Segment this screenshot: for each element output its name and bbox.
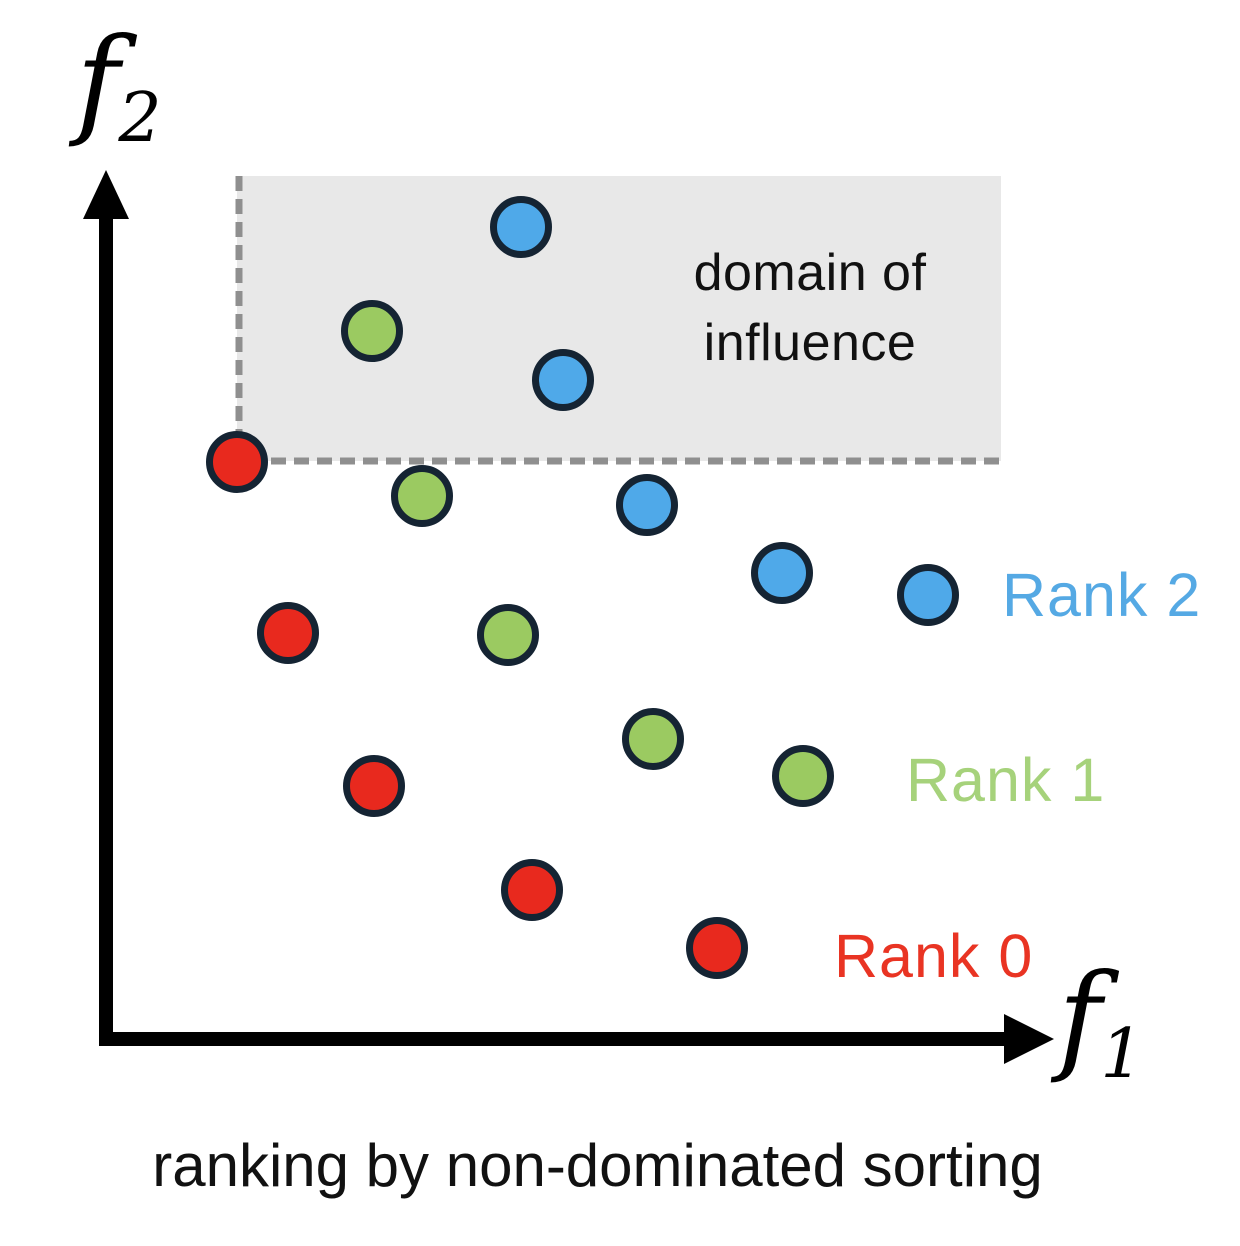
data-point-rank-1-0: [341, 300, 403, 362]
data-point-rank-1-2: [477, 604, 539, 666]
legend-label-rank-2: Rank 2: [1002, 561, 1202, 629]
data-point-rank-2-2: [616, 474, 678, 536]
domain-label-line-2: influence: [703, 314, 917, 372]
y-axis-line: [99, 208, 113, 1046]
domain-of-influence-label: domain of influence: [610, 238, 1010, 378]
data-point-rank-0-3: [501, 859, 563, 921]
data-point-rank-0-4: [686, 917, 748, 979]
y-axis-label-letter: f: [76, 12, 120, 150]
data-point-rank-2-0: [490, 196, 552, 258]
x-axis-line: [99, 1032, 1006, 1046]
y-axis: [83, 170, 129, 1046]
y-axis-label-subscript: 2: [118, 79, 162, 159]
data-point-rank-2-4: [897, 564, 959, 626]
data-point-rank-1-3: [622, 708, 684, 770]
legend-label-rank-0: Rank 0: [834, 922, 1034, 990]
x-axis: [99, 1014, 1054, 1064]
data-point-rank-0-1: [257, 602, 319, 664]
x-axis-arrowhead-icon: [1004, 1014, 1054, 1064]
caption: ranking by non-dominated sorting: [152, 1132, 1043, 1199]
x-axis-label: f1: [1058, 958, 1145, 1089]
data-point-rank-1-1: [391, 465, 453, 527]
y-axis-arrowhead-icon: [83, 170, 129, 219]
data-point-rank-0-0: [206, 431, 268, 493]
data-point-rank-0-2: [343, 755, 405, 817]
data-point-rank-2-3: [751, 542, 813, 604]
x-axis-label-subscript: 1: [1100, 1015, 1144, 1095]
data-point-rank-2-1: [532, 349, 594, 411]
data-point-rank-1-4: [772, 745, 834, 807]
data-points-layer: [206, 196, 959, 979]
x-axis-label-letter: f: [1058, 948, 1102, 1086]
domain-label-line-1: domain of: [693, 244, 927, 302]
legend-label-rank-1: Rank 1: [906, 746, 1106, 814]
y-axis-label: f2: [76, 22, 163, 153]
